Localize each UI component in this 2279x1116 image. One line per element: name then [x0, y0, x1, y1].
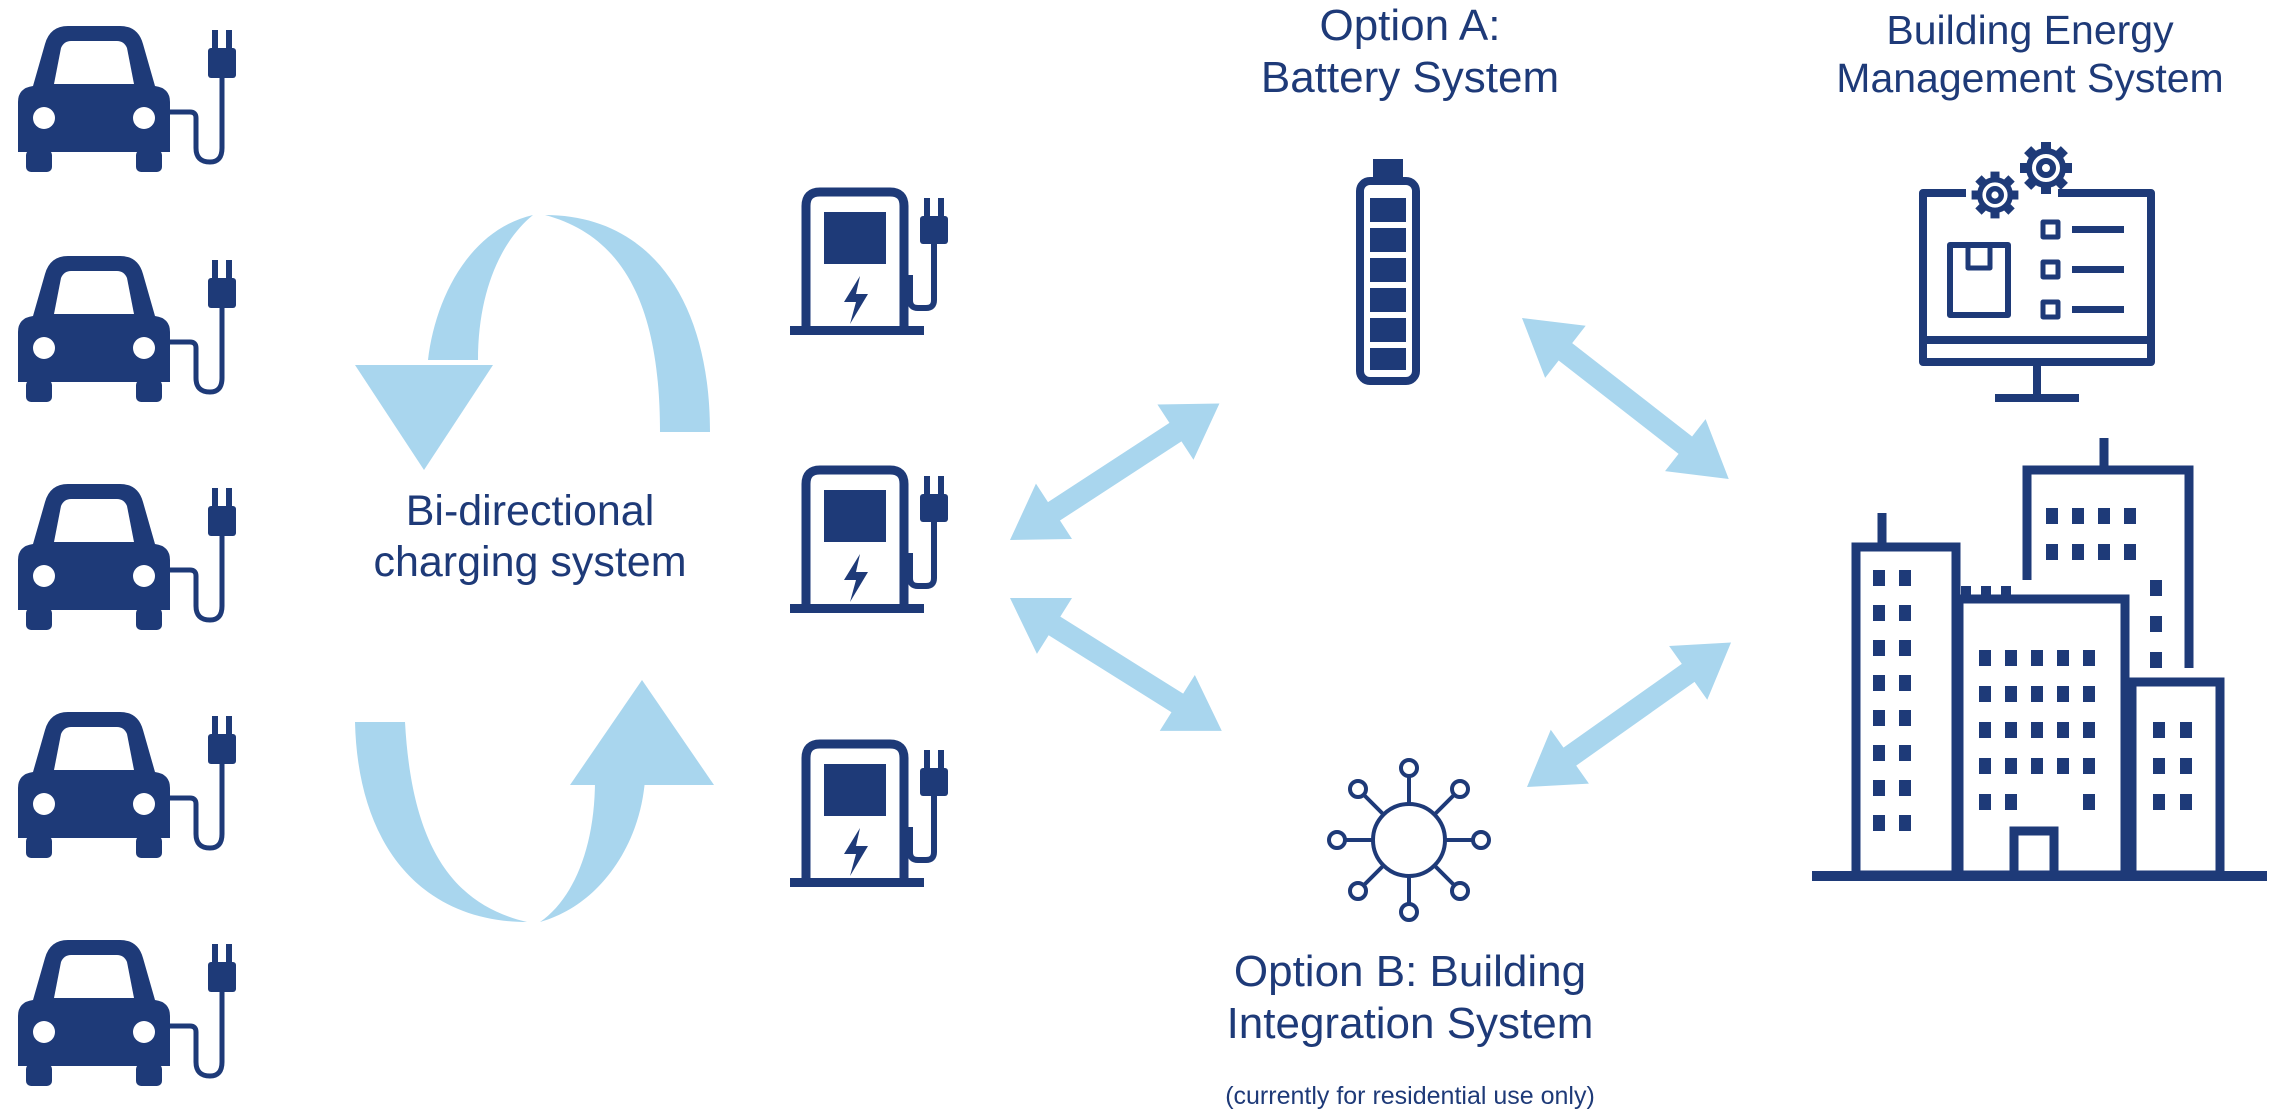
car-icon [18, 484, 236, 630]
city-buildings-icon [1812, 438, 2267, 881]
circular-arrows-icon [355, 215, 714, 922]
option-a-label: Option A: Battery System [1260, 1, 1560, 102]
charging-station-column [790, 192, 948, 887]
monitor-gears-icon [1919, 142, 2155, 402]
double-headed-arrow-icon [1507, 615, 1751, 814]
charging-station-icon [790, 192, 948, 335]
double-headed-arrow-icon [1501, 291, 1750, 505]
network-hub-icon [1327, 758, 1491, 922]
double-headed-arrow-icon [992, 570, 1240, 759]
car-icon [18, 712, 236, 858]
car-icon [18, 940, 236, 1086]
charging-station-icon [790, 470, 948, 613]
car-icon [18, 256, 236, 402]
charging-station-icon [790, 744, 948, 887]
bidirectional-label: Bi-directional charging system [373, 487, 687, 586]
connector-arrows [991, 291, 1751, 814]
car-icon [18, 26, 236, 172]
double-headed-arrow-icon [991, 375, 1238, 568]
battery-icon [1356, 159, 1420, 385]
option-b-label: Option B: Building Integration System [1226, 947, 1594, 1048]
car-column [18, 26, 236, 1086]
option-b-note: (currently for residential use only) [1225, 1082, 1595, 1110]
bems-label: Building Energy Management System [1836, 7, 2224, 102]
